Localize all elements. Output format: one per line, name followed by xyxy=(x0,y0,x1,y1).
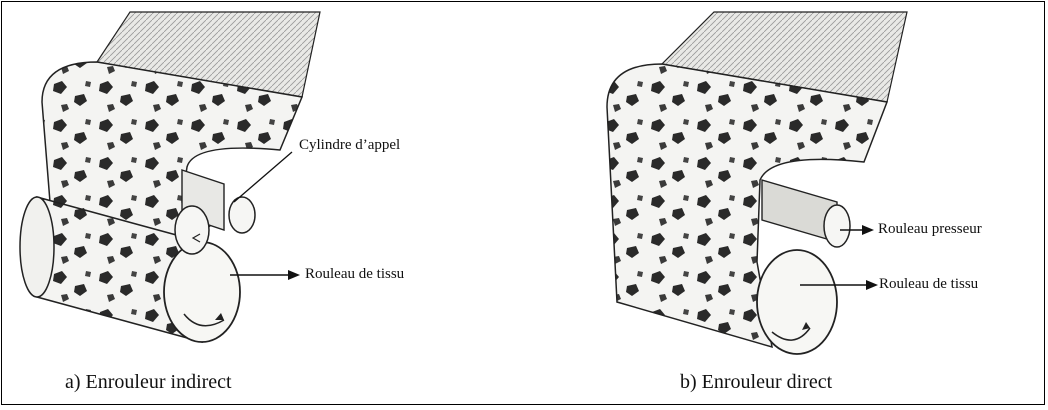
fabric-panel-b xyxy=(607,64,887,347)
presser-arrowhead xyxy=(862,225,874,235)
label-rouleau-tissu-a: Rouleau de tissu xyxy=(305,267,404,282)
label-rouleau-presseur: Rouleau presseur xyxy=(878,222,982,237)
caption-b: b) Enrouleur direct xyxy=(680,372,832,392)
fabric-roll-end-a xyxy=(164,242,240,342)
draw-cylinder-end-a xyxy=(175,206,209,254)
caption-a: a) Enrouleur indirect xyxy=(65,372,232,392)
label-rouleau-tissu-b: Rouleau de tissu xyxy=(879,277,978,292)
fabric-roll-left-end-a xyxy=(20,197,54,297)
diagram-b xyxy=(607,12,907,354)
presser-roller-end xyxy=(824,205,850,247)
roll-arrowhead-a xyxy=(288,270,300,280)
draw-cylinder-end-2-a xyxy=(229,197,255,233)
diagram-a xyxy=(20,12,320,342)
roll-arrowhead-b xyxy=(866,280,878,290)
cylinder-leader-line xyxy=(234,152,292,202)
label-cylindre-appel: Cylindre d’appel xyxy=(299,138,400,153)
